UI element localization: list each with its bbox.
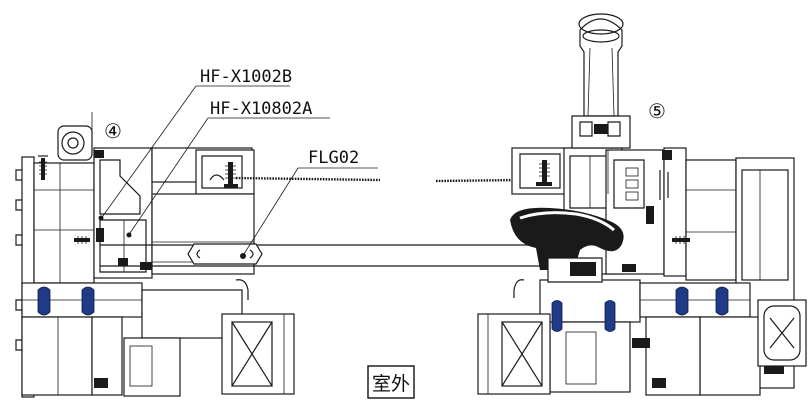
detail-marker-5: ⑤: [648, 99, 666, 123]
screw-icon: [536, 160, 552, 186]
glass-spacer-icon: [477, 313, 551, 395]
leader-lines: [98, 85, 378, 255]
brush-seal-right: [435, 178, 521, 183]
screw-icon: [224, 162, 238, 188]
callout-label-hf-x1002b: HF-X1002B: [200, 67, 292, 87]
screw-icon: [672, 236, 690, 244]
thermal-break-icon: [715, 286, 729, 316]
detail-marker-4: ④: [104, 119, 122, 143]
outdoor-label: 室外: [372, 373, 410, 395]
brush-seal-left: [235, 176, 381, 182]
outdoor-label-box: 室外: [367, 365, 415, 399]
glass-spacer-icon: [757, 299, 807, 374]
handle-icon: [510, 13, 631, 283]
callout-label-hf-x10802a: HF-X10802A: [210, 99, 312, 119]
thermal-break-icon: [675, 286, 689, 316]
hinge-icon: [57, 112, 93, 161]
locking-bar: [100, 243, 560, 267]
screw-icon: [38, 155, 48, 180]
thermal-break-icon: [37, 286, 51, 316]
thermal-break-icon: [81, 286, 95, 316]
right-profile-assembly: [477, 147, 807, 396]
left-profile-assembly: [15, 112, 295, 398]
callout-label-flg02: FLG02: [308, 148, 359, 168]
glass-spacer-icon: [221, 313, 295, 395]
screw-icon: [74, 236, 90, 244]
thermal-break-icon: [604, 300, 616, 332]
thermal-break-icon: [551, 300, 563, 332]
